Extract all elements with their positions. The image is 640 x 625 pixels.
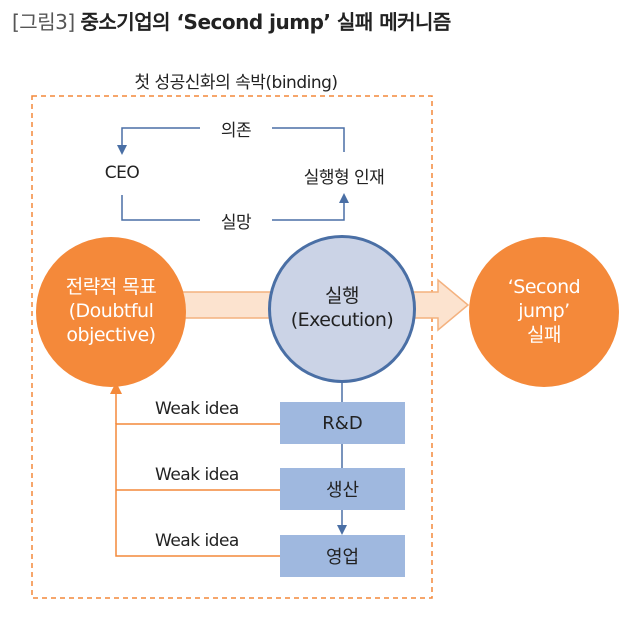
loop-bottom-label: 실망 [220, 213, 252, 233]
execution-line-2: (Execution) [290, 309, 394, 331]
second-jump-failure-circle: ‘Second jump’ 실패 [469, 237, 619, 387]
loop-top-label: 의존 [220, 121, 252, 141]
goal-line-3: objective) [66, 323, 156, 346]
result-line-1: ‘Second [507, 276, 581, 299]
loop-bottom-right [272, 193, 349, 221]
goal-line-1: 전략적 목표 [65, 276, 157, 299]
execution-circle: 실행 (Execution) [268, 235, 416, 383]
rnd-box: R&D [280, 402, 405, 444]
figure-title: [그림3] 중소기업의 ‘Second jump’ 실패 메커니즘 [12, 6, 451, 35]
weak-idea-label-production: Weak idea [155, 465, 239, 485]
execution-line-1: 실행 [325, 285, 359, 308]
sales-box: 영업 [280, 535, 405, 577]
execution-to-result-arrow [411, 278, 470, 332]
goal-line-2: (Doubtful [68, 300, 154, 323]
loop-talent-node: 실행형 인재 [303, 168, 385, 188]
result-line-3: 실패 [527, 323, 561, 346]
weak-idea-label-rnd: Weak idea [155, 399, 239, 419]
goal-to-execution-arrow [177, 291, 274, 319]
weak-idea-label-sales: Weak idea [155, 531, 239, 551]
figure-title-text: 중소기업의 ‘Second jump’ 실패 메커니즘 [80, 10, 452, 34]
loop-top-right [272, 127, 345, 152]
binding-frame [31, 95, 433, 599]
loop-bottom-left [121, 195, 200, 221]
loop-ceo-node: CEO [104, 163, 140, 183]
result-line-2: jump’ [518, 300, 570, 323]
strategic-goal-circle: 전략적 목표 (Doubtful objective) [36, 237, 186, 387]
binding-label: 첫 성공신화의 속박(binding) [134, 73, 338, 93]
production-box: 생산 [280, 468, 405, 510]
figure-label: [그림3] [12, 10, 75, 34]
loop-top-left [117, 127, 200, 155]
